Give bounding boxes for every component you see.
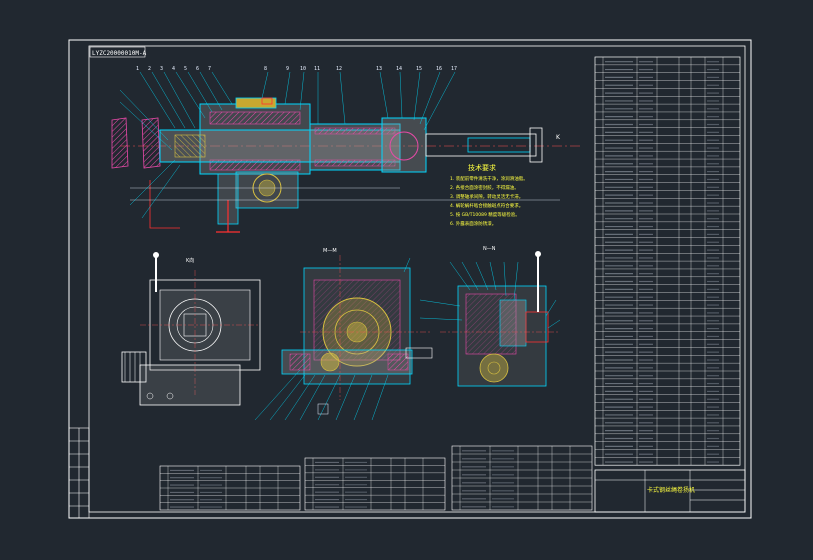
svg-text:15: 15 — [416, 66, 422, 72]
section-m-view: M—M — [254, 248, 433, 421]
svg-text:5: 5 — [184, 66, 187, 72]
svg-text:11: 11 — [314, 66, 320, 72]
tech-note-5: 5. 按 GB/T10089 精度等级检验。 — [450, 211, 520, 218]
svg-text:10: 10 — [300, 66, 306, 72]
k-direction-view: K向 — [121, 252, 261, 406]
tech-title: 技术要求 — [468, 163, 496, 172]
inner-frame — [88, 45, 746, 513]
section-n-view: N—N — [419, 246, 561, 387]
drawing-code-box: LYZC20000010M-A — [89, 46, 147, 58]
svg-text:14: 14 — [396, 66, 402, 72]
end-cap — [381, 117, 427, 173]
tech-note-6: 6. 外露表面涂防锈漆。 — [450, 220, 496, 227]
svg-text:9: 9 — [286, 66, 289, 72]
svg-text:3: 3 — [160, 66, 163, 72]
title-block: 卡式钢丝绳卷扬机 — [594, 469, 746, 513]
svg-text:8: 8 — [264, 66, 267, 72]
left-drum-section — [111, 117, 129, 169]
k-view-marker: K — [556, 134, 561, 141]
parts-list-table — [594, 56, 741, 466]
svg-text:2: 2 — [148, 66, 151, 72]
side-strip — [68, 427, 90, 519]
piston-rod — [425, 133, 537, 157]
tech-note-1: 1. 装配前零件清洗干净，涂润滑油脂。 — [450, 175, 528, 182]
svg-text:1: 1 — [136, 66, 139, 72]
technical-requirements: 技术要求 1. 装配前零件清洗干净，涂润滑油脂。 2. 各接合面涂密封胶，不得漏… — [450, 163, 528, 227]
section-n-label: N—N — [483, 246, 496, 252]
svg-text:17: 17 — [451, 66, 457, 72]
svg-text:16: 16 — [436, 66, 442, 72]
title-block-name: 卡式钢丝绳卷扬机 — [647, 486, 695, 494]
svg-text:6: 6 — [196, 66, 199, 72]
svg-text:7: 7 — [208, 66, 211, 72]
svg-text:4: 4 — [172, 66, 175, 72]
section-m-label: M—M — [323, 248, 337, 254]
tech-note-3: 3. 调整轴承间隙，转动灵活无卡滞。 — [450, 193, 523, 200]
tech-note-4: 4. 蜗轮蜗杆啮合接触斑点符合要求。 — [450, 202, 523, 209]
tech-note-2: 2. 各接合面涂密封胶，不得漏油。 — [450, 184, 519, 191]
drawing-code: LYZC20000010M-A — [92, 50, 147, 57]
k-view-label: K向 — [186, 257, 194, 264]
outer-frame — [68, 39, 752, 519]
svg-text:13: 13 — [376, 66, 382, 72]
svg-text:12: 12 — [336, 66, 342, 72]
bottom-parts-tables — [159, 445, 593, 511]
